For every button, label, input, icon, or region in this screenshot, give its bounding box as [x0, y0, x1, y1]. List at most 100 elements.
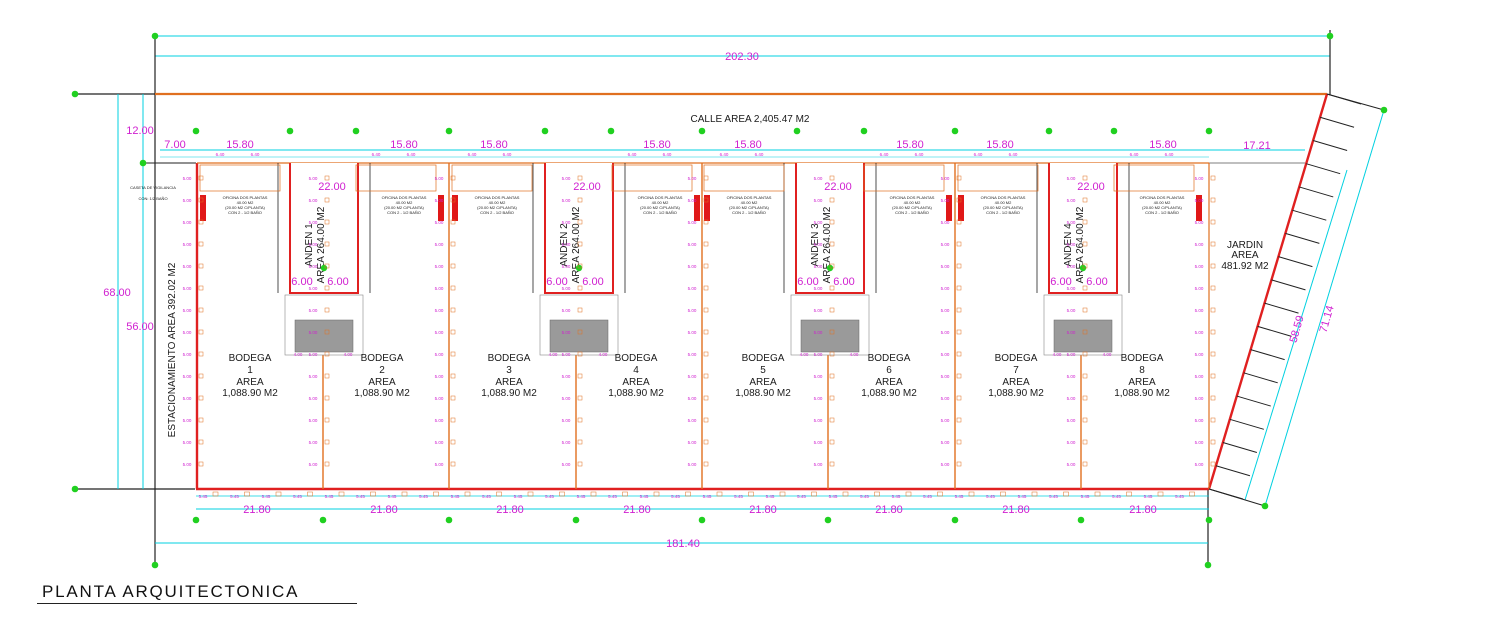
column-marker	[829, 395, 835, 401]
dim-small-bay: 5.45	[703, 494, 712, 499]
dim-small-side: 5.00	[1195, 220, 1204, 225]
column-marker	[450, 417, 456, 423]
office-label: 40.00 M2	[396, 200, 413, 205]
bodega-number: 7	[1013, 365, 1019, 376]
anden-area: AREA 264.00 M2	[571, 206, 582, 283]
diagonal-tick	[1271, 279, 1306, 291]
column-marker	[829, 329, 835, 335]
dim-small-office: 6.40	[372, 152, 381, 157]
column-marker	[401, 491, 408, 497]
dim-small-side: 5.00	[688, 308, 697, 313]
column-marker	[450, 373, 456, 379]
dim-small-bay: 5.45	[262, 494, 271, 499]
column-marker	[829, 197, 835, 203]
dim-small-side: 5.00	[309, 286, 318, 291]
diagonal-tick	[1278, 256, 1313, 268]
dim-small-side: 5.00	[1067, 352, 1076, 357]
anden-wall	[795, 163, 865, 294]
survey-point	[1077, 516, 1085, 524]
dim-small-bay: 5.45	[1175, 494, 1184, 499]
dim-small-side: 5.00	[1067, 440, 1076, 445]
bodega-area-word: AREA	[236, 377, 264, 388]
survey-point	[151, 32, 159, 40]
column-marker	[450, 219, 456, 225]
diagonal-tick	[1326, 93, 1362, 105]
dim-small-side: 5.00	[183, 462, 192, 467]
column-marker	[829, 417, 835, 423]
survey-point	[445, 516, 453, 524]
column-marker	[198, 219, 204, 225]
column-marker	[1082, 373, 1088, 379]
survey-point	[698, 127, 706, 135]
dim-anden-width: 6.00	[291, 276, 312, 288]
column-marker	[1063, 491, 1069, 497]
dim-small-side: 5.00	[562, 330, 571, 335]
dim-small-side: 5.00	[941, 198, 950, 203]
dim-small-side: 5.00	[435, 330, 444, 335]
dim-anden-depth: 22.00	[824, 181, 852, 193]
dim-small-ramp: 4.00	[1103, 352, 1112, 357]
dim-small-side: 5.00	[1067, 242, 1076, 247]
column-marker	[829, 351, 835, 357]
office-box	[703, 164, 785, 192]
jardin-label: JARDIN	[1227, 240, 1263, 251]
dim-small-bay: 5.45	[451, 494, 460, 499]
jardin-area-value: 481.92 M2	[1221, 261, 1269, 272]
column-marker	[464, 491, 471, 497]
column-marker	[559, 491, 565, 497]
column-marker	[829, 219, 835, 225]
column-marker	[956, 175, 962, 181]
column-marker	[956, 329, 962, 335]
dim-small-side: 5.00	[183, 198, 192, 203]
dim-small-side: 5.00	[814, 286, 823, 291]
dim-small-side: 5.00	[1195, 264, 1204, 269]
dim-small-side: 5.00	[688, 330, 697, 335]
office-label: (20.00 M2 C/PLANTA)	[640, 205, 680, 210]
dim-small-side: 5.00	[435, 418, 444, 423]
column-marker	[956, 263, 962, 269]
dim-small-side: 5.00	[309, 418, 318, 423]
office-box	[611, 164, 693, 192]
dim-small-office: 6.40	[880, 152, 889, 157]
column-marker	[829, 307, 835, 313]
dim-small-side: 5.00	[183, 440, 192, 445]
bodega-area-word: AREA	[875, 377, 903, 388]
dim-small-side: 5.00	[562, 264, 571, 269]
column-marker	[370, 491, 376, 497]
office-label: 40.00 M2	[904, 200, 921, 205]
column-marker	[198, 329, 204, 335]
dim-small-ramp: 4.00	[800, 352, 809, 357]
dim-small-bay: 5.45	[640, 494, 649, 499]
column-marker	[577, 373, 583, 379]
dim-small-bay: 5.45	[766, 494, 775, 499]
column-marker	[450, 263, 456, 269]
column-marker	[198, 263, 204, 269]
column-marker	[1210, 395, 1216, 401]
dim-small-side: 5.00	[941, 330, 950, 335]
dim-small-office: 6.40	[216, 152, 225, 157]
title-underline	[37, 603, 357, 604]
survey-point	[151, 561, 159, 569]
dim-module-width: 15.80	[1149, 139, 1177, 151]
column-marker	[956, 439, 962, 445]
dim-small-office: 6.40	[1009, 152, 1018, 157]
column-marker	[1126, 491, 1132, 497]
dim-small-side: 5.00	[1067, 374, 1076, 379]
dim-small-bay: 5.45	[325, 494, 334, 499]
column-marker	[703, 263, 709, 269]
column-marker	[703, 285, 709, 291]
survey-point	[445, 127, 453, 135]
dim-small-side: 5.00	[309, 396, 318, 401]
office-box	[451, 164, 533, 192]
dim-small-side: 5.00	[435, 374, 444, 379]
dim-small-side: 5.00	[562, 396, 571, 401]
diagonal-tick	[1236, 395, 1271, 407]
column-marker	[703, 417, 709, 423]
column-marker	[577, 461, 583, 467]
column-marker	[244, 491, 250, 497]
dim-small-side: 5.00	[1067, 198, 1076, 203]
office-label: 40.00 M2	[652, 200, 669, 205]
column-marker	[956, 219, 962, 225]
dim-small-side: 5.00	[1195, 374, 1204, 379]
office-label: (20.00 M2 C/PLANTA)	[477, 205, 517, 210]
